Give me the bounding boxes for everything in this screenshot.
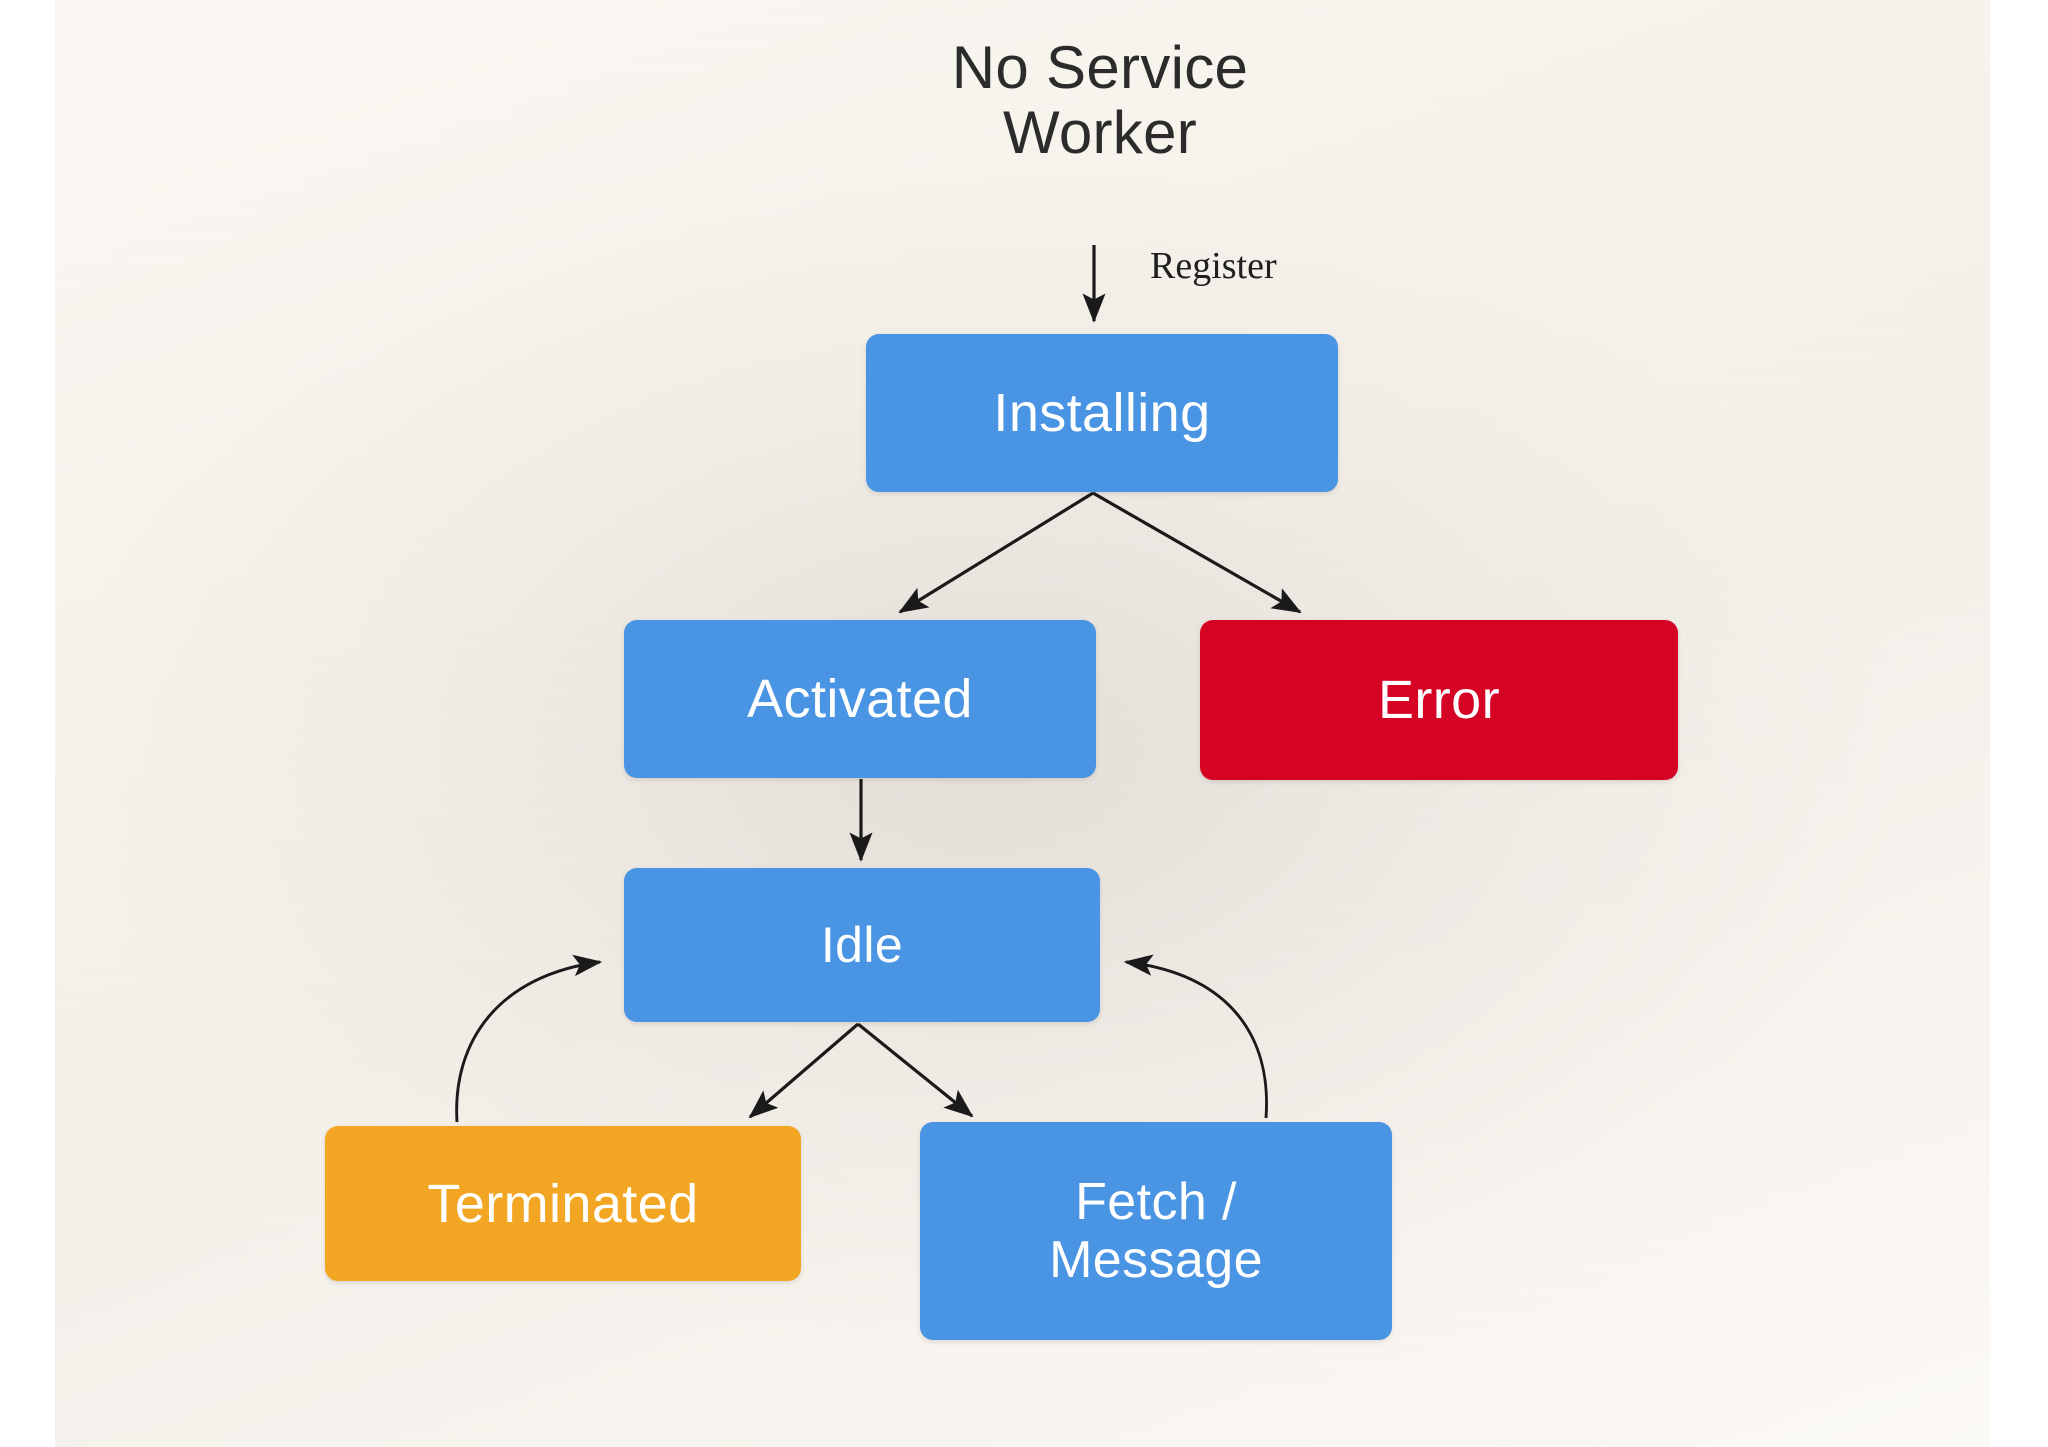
- state-node-activated[interactable]: Activated: [624, 620, 1096, 778]
- state-node-terminated[interactable]: Terminated: [325, 1126, 801, 1281]
- edge-label-register: Register: [1150, 245, 1277, 287]
- state-node-error[interactable]: Error: [1200, 620, 1678, 780]
- state-node-fetch-message[interactable]: Fetch / Message: [920, 1122, 1392, 1340]
- state-node-idle[interactable]: Idle: [624, 868, 1100, 1022]
- diagram-title: No Service Worker: [951, 34, 1249, 166]
- state-node-installing[interactable]: Installing: [866, 334, 1338, 492]
